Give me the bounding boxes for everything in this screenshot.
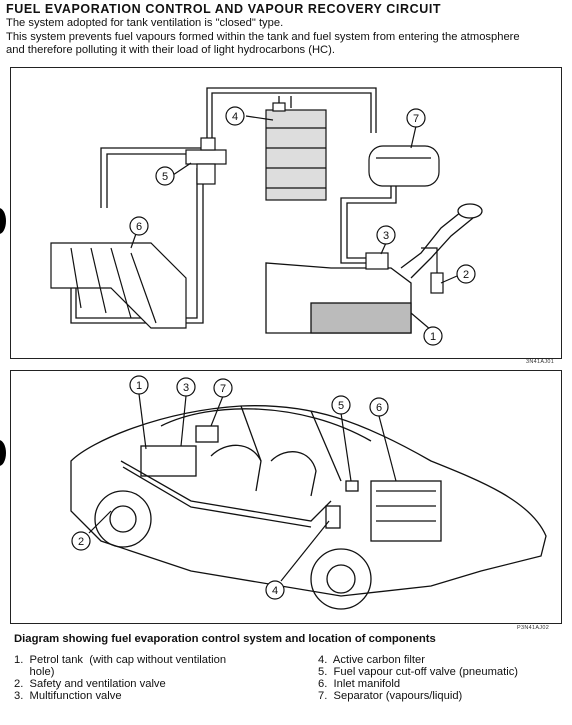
callout-4: 4	[232, 111, 238, 123]
car-callout-4: 4	[272, 585, 278, 597]
callout-7: 7	[413, 113, 419, 125]
legend-item-2: 2. Safety and ventilation valve	[14, 678, 166, 690]
intro-line-1: The system adopted for tank ventilation …	[6, 17, 284, 29]
legend-item-1: 1. Petrol tank (with cap without ventila…	[14, 654, 227, 666]
car-callout-2: 2	[78, 536, 84, 548]
car-callout-5: 5	[338, 400, 344, 412]
binding-hole-bottom	[0, 440, 6, 466]
car-callout-3: 3	[183, 382, 189, 394]
callout-5: 5	[162, 171, 168, 183]
top-ref-code: 3N41AJ01	[526, 359, 555, 365]
callout-3: 3	[383, 230, 389, 242]
car-callout-1: 1	[136, 380, 142, 392]
legend-item-3: 3. Multifunction valve	[14, 690, 122, 702]
legend-left: 1. Petrol tank (with cap without ventila…	[14, 654, 226, 702]
binding-hole-top	[0, 208, 6, 234]
legend-item-1-cont: hole)	[14, 666, 55, 678]
legend-right: 4. Active carbon filter 5. Fuel vapour c…	[318, 654, 518, 702]
legend-item-4: 4. Active carbon filter	[318, 654, 425, 666]
car-callout-7: 7	[220, 383, 226, 395]
page-title: FUEL EVAPORATION CONTROL AND VAPOUR RECO…	[6, 2, 442, 16]
circuit-diagram-panel: 4 5 6 7 3 2 1	[10, 67, 562, 359]
figure-caption: Diagram showing fuel evaporation control…	[14, 633, 436, 645]
legend-item-6: 6. Inlet manifold	[318, 678, 401, 690]
legend-item-7: 7. Separator (vapours/liquid)	[318, 690, 463, 702]
car-diagram-panel: 1 3 7 5 6 2 4	[10, 370, 562, 624]
intro-line-3: and therefore polluting it with their lo…	[6, 44, 335, 56]
callout-6: 6	[136, 221, 142, 233]
circuit-diagram: 4 5 6 7 3 2 1	[50, 87, 483, 346]
intro-line-2: This system prevents fuel vapours formed…	[6, 31, 520, 43]
legend-item-5: 5. Fuel vapour cut-off valve (pneumatic)	[318, 666, 519, 678]
callout-2: 2	[463, 269, 469, 281]
car-diagram: 1 3 7 5 6 2 4	[70, 375, 547, 610]
bottom-ref-code: P3N41AJ02	[517, 625, 550, 631]
callout-1: 1	[430, 331, 436, 343]
car-callout-6: 6	[376, 402, 382, 414]
